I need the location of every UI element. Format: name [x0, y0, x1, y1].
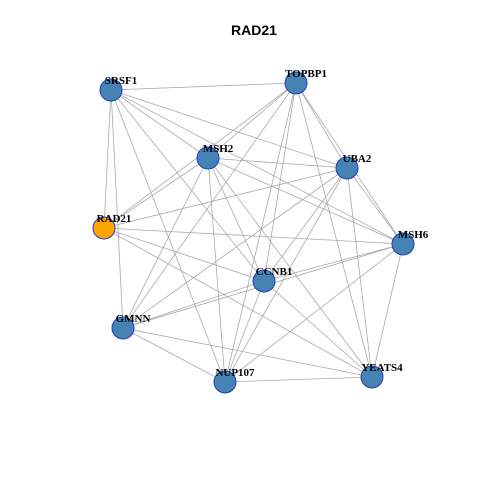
- node-nup107[interactable]: [213, 370, 237, 394]
- edge-msh6-ccnb1: [263, 243, 404, 282]
- edge-uba2-ccnb1: [263, 167, 348, 282]
- edge-topbp1-gmnn: [122, 82, 297, 329]
- edge-msh2-rad21: [103, 157, 209, 229]
- node-label-nup107: NUP107: [215, 367, 255, 379]
- node-srsf1[interactable]: [99, 78, 123, 102]
- edge-uba2-rad21: [103, 167, 348, 229]
- node-label-topbp1: TOPBP1: [285, 68, 327, 80]
- edge-srsf1-topbp1: [110, 82, 297, 91]
- node-ccnb1[interactable]: [252, 269, 276, 293]
- node-label-gmnn: GMNN: [116, 313, 151, 325]
- node-label-yeats4: YEATS4: [361, 362, 403, 374]
- edge-srsf1-uba2: [110, 89, 348, 169]
- edge-ccnb1-yeats4: [263, 280, 373, 378]
- edge-srsf1-ccnb1: [110, 89, 265, 282]
- edge-topbp1-uba2: [295, 82, 348, 169]
- edge-msh2-nup107: [207, 157, 226, 383]
- edge-msh2-gmnn: [122, 157, 209, 329]
- edge-nup107-yeats4: [224, 376, 373, 383]
- edge-msh6-yeats4: [371, 243, 404, 378]
- node-label-msh2: MSH2: [203, 143, 234, 155]
- node-label-rad21: RAD21: [97, 213, 132, 225]
- edge-uba2-msh6: [346, 167, 404, 245]
- edge-topbp1-msh2: [207, 82, 297, 159]
- edge-rad21-yeats4: [103, 227, 373, 378]
- edge-ccnb1-nup107: [224, 280, 265, 383]
- node-label-srsf1: SRSF1: [105, 75, 137, 87]
- edge-srsf1-msh6: [110, 89, 404, 245]
- edge-rad21-ccnb1: [103, 227, 265, 282]
- node-yeats4[interactable]: [360, 365, 384, 389]
- node-label-msh6: MSH6: [398, 229, 429, 241]
- edge-msh2-msh6: [207, 157, 404, 245]
- nodes-layer: [92, 71, 415, 394]
- edge-topbp1-yeats4: [295, 82, 373, 378]
- edge-topbp1-nup107: [224, 82, 297, 383]
- edge-srsf1-rad21: [103, 89, 112, 229]
- edge-msh2-uba2: [207, 157, 348, 169]
- edge-srsf1-msh2: [110, 89, 209, 159]
- node-label-uba2: UBA2: [343, 153, 372, 165]
- edge-uba2-gmnn: [122, 167, 348, 329]
- node-topbp1[interactable]: [284, 71, 308, 95]
- edge-uba2-yeats4: [346, 167, 373, 378]
- edge-msh6-nup107: [224, 243, 404, 383]
- edge-msh2-ccnb1: [207, 157, 265, 282]
- edge-ccnb1-gmnn: [122, 280, 265, 329]
- edge-gmnn-yeats4: [122, 327, 373, 378]
- edge-srsf1-gmnn: [110, 89, 124, 329]
- node-uba2[interactable]: [335, 156, 359, 180]
- node-rad21[interactable]: [92, 216, 116, 240]
- node-label-ccnb1: CCNB1: [256, 266, 293, 278]
- graph-title: RAD21: [231, 22, 277, 38]
- edge-topbp1-ccnb1: [263, 82, 297, 282]
- edges-layer: [103, 82, 404, 383]
- edge-srsf1-nup107: [110, 89, 226, 383]
- node-gmnn[interactable]: [111, 316, 135, 340]
- node-msh2[interactable]: [196, 146, 220, 170]
- edge-gmnn-nup107: [122, 327, 226, 383]
- edge-rad21-msh6: [103, 227, 404, 245]
- node-msh6[interactable]: [391, 232, 415, 256]
